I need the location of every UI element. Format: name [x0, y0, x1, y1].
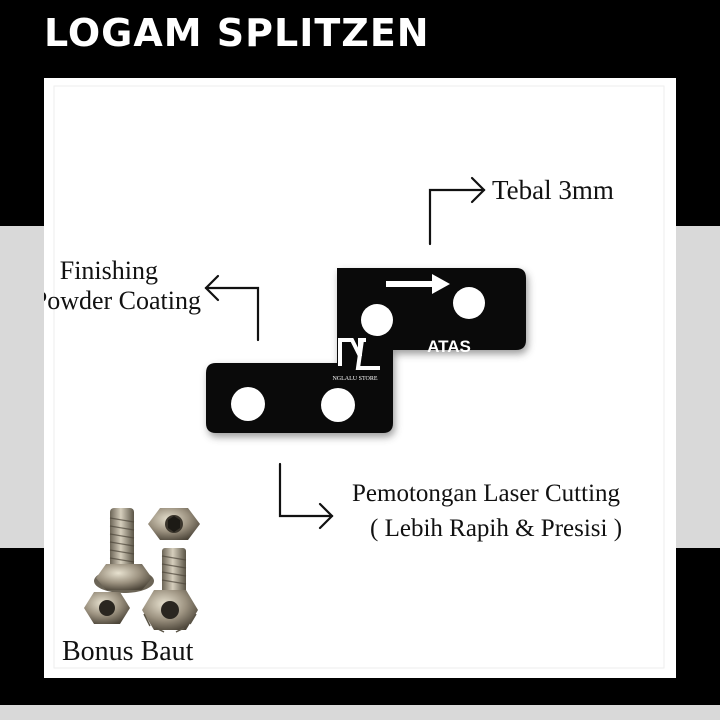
product-panel: ATAS NGLALU STORE	[44, 78, 676, 678]
plate-hole	[453, 287, 485, 319]
laser-label-line2: ( Lebih Rapih & Presisi )	[370, 515, 623, 542]
plate-hole	[321, 388, 355, 422]
background-band-bottom	[0, 705, 720, 720]
product-illustration: ATAS NGLALU STORE	[53, 85, 665, 669]
arrow-right-icon	[386, 274, 450, 294]
page-title: LOGAM SPLITZEN	[44, 11, 430, 55]
plate-hole	[231, 387, 265, 421]
logo-text: NGLALU STORE	[332, 376, 377, 382]
splitzen-plate: ATAS NGLALU STORE	[206, 268, 528, 437]
corner-arrow-icon	[428, 176, 486, 246]
bolt-set-image	[84, 508, 200, 633]
corner-arrow-icon	[204, 274, 260, 342]
finishing-label-line1: Finishing	[59, 256, 158, 285]
panel-frame	[53, 85, 665, 669]
thickness-label: Tebal 3mm	[492, 175, 614, 205]
store-logo: NGLALU STORE	[332, 338, 380, 382]
laser-label-line1: Pemotongan Laser Cutting	[352, 480, 621, 507]
finishing-label-line2: Powder Coating	[44, 286, 201, 315]
bonus-label: Bonus Baut	[62, 636, 194, 667]
corner-arrow-icon	[278, 462, 334, 530]
plate-hole	[361, 304, 393, 336]
plate-mark-text: ATAS	[427, 337, 471, 356]
